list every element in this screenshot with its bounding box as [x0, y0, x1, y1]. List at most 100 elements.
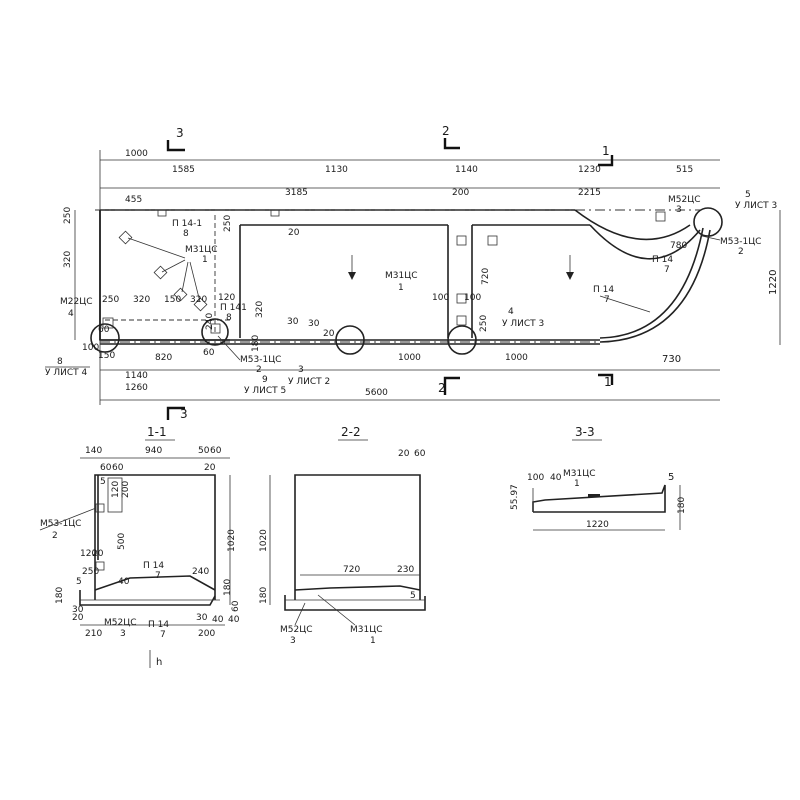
- detail-circle-mid: [201, 318, 229, 346]
- dim-label: 200: [198, 629, 215, 639]
- embed-plate-icon: [655, 211, 666, 222]
- part-label: М31ЦС: [563, 469, 596, 479]
- dim-label: 20: [288, 228, 300, 238]
- dim-label: 30: [196, 613, 208, 623]
- leader-line: [599, 295, 651, 313]
- dim-label: 1020: [227, 529, 237, 552]
- part-label: П 141: [220, 303, 247, 313]
- dim-label: 515: [676, 165, 693, 175]
- part-label: М53-1ЦС: [40, 519, 81, 529]
- dim-label: 100: [432, 293, 449, 303]
- part-label: П 14: [148, 620, 169, 630]
- dim-label: 30: [287, 317, 299, 327]
- dim-label: 20: [92, 549, 104, 559]
- leader-line: [701, 235, 721, 241]
- dim-label: 250: [223, 215, 233, 232]
- part-label: М52ЦС: [280, 625, 313, 635]
- dim-label: 180: [677, 497, 687, 514]
- section-1-slot: [107, 477, 123, 513]
- sheet-note: 9: [262, 375, 268, 385]
- part-label: 4: [68, 309, 74, 319]
- dim-label: 60: [98, 325, 110, 335]
- dim-label: 120: [111, 481, 121, 498]
- plan-curve-inner: [599, 227, 704, 339]
- dim-label: 500: [117, 533, 127, 550]
- embed-plate-icon: [456, 315, 467, 326]
- leader-line: [161, 259, 186, 273]
- sheet-note: 3: [298, 365, 304, 375]
- sheet-note: У ЛИСТ 5: [244, 386, 286, 396]
- sheet-note: 5: [745, 190, 751, 200]
- dim-label: 60: [112, 463, 124, 473]
- dim-label: 240: [192, 567, 209, 577]
- dim-label: 720: [481, 268, 491, 285]
- dim-label: 40: [228, 615, 240, 625]
- section-mark: 3: [180, 407, 188, 421]
- part-label: М52ЦС: [104, 618, 137, 628]
- dim-label: 1000: [505, 353, 528, 363]
- dim-label: 2215: [578, 188, 601, 198]
- dim-label: 100: [82, 343, 99, 353]
- sheet-note: 4: [508, 307, 514, 317]
- slope-arrow-head: [566, 272, 574, 280]
- part-label: 7: [664, 265, 670, 275]
- part-label: М31ЦС: [185, 245, 218, 255]
- section-3-outline: [532, 484, 666, 513]
- dim-label: 30: [72, 605, 84, 615]
- embed-plate-icon: [157, 209, 167, 217]
- leader-line: [317, 594, 356, 626]
- part-label: П 14: [652, 255, 673, 265]
- part-label: П 14: [593, 285, 614, 295]
- dim-label: 60: [100, 463, 112, 473]
- dim-label: 1585: [172, 165, 195, 175]
- part-label: П 14: [143, 561, 164, 571]
- part-label: М31ЦС: [350, 625, 383, 635]
- section-cut-1-bottom: [598, 373, 614, 385]
- plan-curve-top: [574, 209, 691, 241]
- part-label: h: [156, 657, 162, 668]
- part-label: П 14-1: [172, 219, 202, 229]
- embed-plate-icon: [456, 235, 467, 246]
- part-label: 7: [160, 630, 166, 640]
- embed-part-icon: [153, 265, 168, 280]
- dim-label: 100: [464, 293, 481, 303]
- section-cut-2-bottom: [443, 376, 460, 395]
- dim-label: 50: [198, 446, 210, 456]
- embed-part-icon: [173, 287, 188, 302]
- dim-label: 250: [63, 207, 73, 224]
- sheet-note: 8: [57, 357, 63, 367]
- dim-label: 180: [251, 335, 261, 352]
- section-2-2: 2-2 20 60 1020 720 230 180 5 М52ЦС 3 М31…: [259, 425, 426, 646]
- dim-label: 1140: [455, 165, 478, 175]
- dim-label: 180: [55, 587, 65, 604]
- dim-label: 40: [550, 473, 562, 483]
- sheet-note: У ЛИСТ 3: [502, 319, 544, 329]
- dim-label: 250: [82, 567, 99, 577]
- part-label: 1: [370, 636, 376, 646]
- dim-label: 60: [210, 446, 222, 456]
- dim-label: 230: [397, 565, 414, 575]
- part-label: 1: [574, 479, 580, 489]
- dim-label: 320: [255, 301, 265, 318]
- section-3-3: 3-3 100 40 55.97 1220 180 М31ЦС 1 5: [510, 425, 687, 531]
- section-title: 1-1: [147, 425, 167, 439]
- part-label: 2: [738, 247, 744, 257]
- part-label: 1: [202, 255, 208, 265]
- dim-label: 100: [527, 473, 544, 483]
- embed-plate-icon: [487, 235, 498, 246]
- part-label: 8: [226, 313, 232, 323]
- section-mark: 2: [438, 381, 446, 395]
- section-1-outline: [94, 474, 216, 600]
- dim-label: 820: [155, 353, 172, 363]
- dim-label: 1000: [398, 353, 421, 363]
- section-2-floor: [294, 585, 421, 591]
- section-mark: 2: [442, 124, 450, 138]
- plan-view: 1000 1585 1130 1140 1230 515 3185 455 20…: [45, 124, 781, 421]
- dim-label: 320: [133, 295, 150, 305]
- dim-label: 120: [80, 549, 97, 559]
- embed-part-icon: [118, 230, 133, 245]
- sheet-note: У ЛИСТ 4: [45, 368, 87, 378]
- dim-label: 1230: [578, 165, 601, 175]
- dim-label: 1140: [125, 371, 148, 381]
